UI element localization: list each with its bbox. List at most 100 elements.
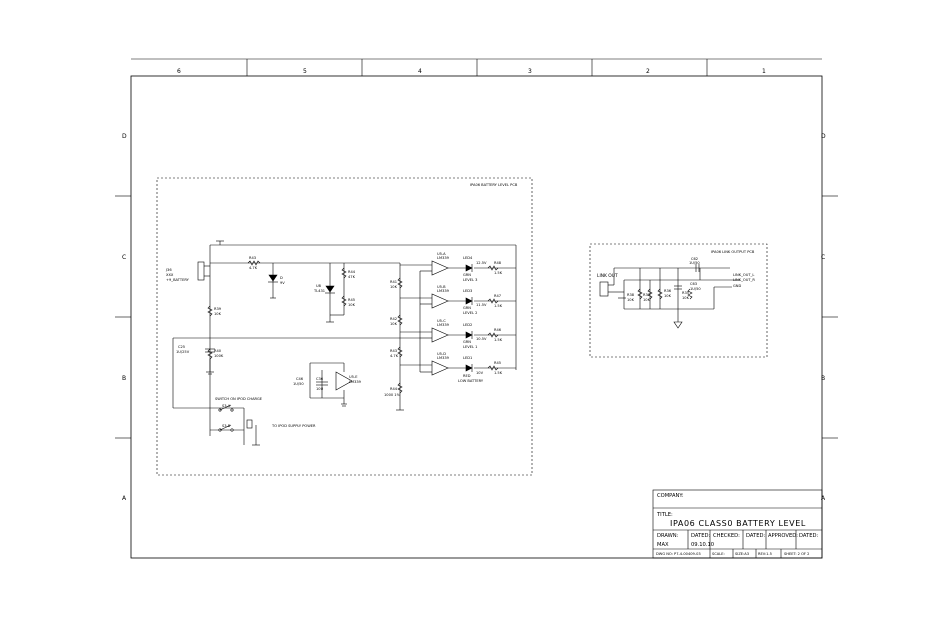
c62-value: 1U/50 [689,261,700,265]
led-1-ref: LED4 [463,256,473,260]
c36-ref: C36 [316,377,324,381]
divider-r4-ref: R44 [390,387,398,391]
led-3-ref: LED2 [463,323,472,327]
res-3-ref: R46 [494,328,502,332]
link-out-label: LINK OUT [597,273,618,279]
led-symbols [465,264,473,372]
drawn-date: 09.10.10 [691,542,714,548]
zone-row-c-right: C [821,254,825,261]
r35-ref: R35 [682,291,689,295]
comparator-2-part: LM339 [437,289,450,293]
c46-ref: C46 [296,377,304,381]
zone-row-d-left: D [122,133,127,140]
r38-value: 10K [627,298,635,302]
rev-label: REV:1.5 [758,552,772,556]
r45-value: 10K [348,303,356,307]
zone-column-3: 3 [528,68,532,75]
led-4-ref: LED1 [463,356,472,360]
battery-pcb-outline [156,177,533,476]
zener-ref: D [280,276,283,280]
r37-value: 10K [643,298,651,302]
divider-r2-ref: R42 [390,317,397,321]
r39-value: 10K [214,312,222,316]
comparator-1-ref: U5-A [437,252,446,256]
comparator-row-4: U5-D LM339 LED1 10V RED LOW BATTERY R45 … [437,352,503,383]
comparator-symbols [335,260,449,391]
zone-row-b-left: B [122,375,126,382]
zone-row-c-left: C [122,254,126,261]
comparator-row-2: U5-B LM339 LED3 11.5V GRN LEVEL 2 R47 1.… [437,285,503,315]
link-out-r: LINK_OUT_R [733,278,755,282]
led-4-level: LOW BATTERY [458,379,484,383]
u5e-ref: U5-E [349,375,358,379]
link-gnd: GND [733,284,741,288]
c25-ref: C25 [178,345,185,349]
battery-resistors [207,260,499,394]
comparator-2-ref: U5-B [437,285,446,289]
checked-label: CHECKED: [713,533,740,539]
zone-ticks-side [115,195,838,439]
dated2-label: DATED: [746,533,765,539]
drawn-label: DRAWN: [657,533,679,539]
switch-label: SWITCH ON IPOD CHARGE [215,397,263,401]
r45-ref: R45 [348,298,355,302]
led-1-color: GRN [463,273,471,277]
r37-ref: R37 [643,293,650,297]
battery-connector [197,261,210,281]
zone-row-a-left: A [122,495,127,502]
link-pcb-label: IPA06 LINK OUTPUT PCB [711,250,755,254]
title-block-grid [652,489,823,559]
link-wires [599,267,740,322]
c63-value: 1U/50 [690,287,701,291]
led-3-level: LEVEL 1 [463,345,477,349]
u5e-part: LM339 [349,380,362,384]
dated3-label: DATED: [799,533,818,539]
r40-value: 100K [214,354,224,358]
divider-r1-ref: R41 [390,280,397,284]
dwg-no: DWG NO: P7-4-00409-03 [656,552,701,556]
approved-label: APPROVED: [768,533,798,539]
r43-ref: R43 [249,256,256,260]
drawing-frame [130,75,823,559]
switch-b-ref: S3-B [222,424,231,428]
battery-semis [205,274,335,386]
res-1-ref: R48 [494,261,502,265]
dated-label: DATED: [691,533,710,539]
led-3-color: GRN [463,340,471,344]
r44-value: 47K [348,275,356,279]
comparator-3-ref: U5-C [437,319,446,323]
zone-column-6: 6 [177,68,181,75]
scale-label: SCALE: [712,552,725,556]
battery-connector-label: +9_BATTERY [166,278,190,282]
c63-ref: C63 [690,282,697,286]
u8-value: TL431 [313,289,325,293]
zone-row-d-right: D [821,133,826,140]
company-label: COMPANY: [657,493,684,499]
zone-column-5: 5 [303,68,307,75]
r44-ref: R44 [348,270,356,274]
c36-value: 10U [316,387,324,391]
switch-a-ref: S3-A [222,404,231,408]
title-label: TITLE: [656,512,673,518]
r36-value: 10K [664,294,672,298]
comparator-1-part: LM339 [437,256,450,260]
r36-ref: R36 [664,289,672,293]
led-2-voltage: 11.5V [476,303,487,307]
r35-value: 10K [682,296,690,300]
divider-r3-ref: R43 [390,349,397,353]
led-4-color: RED [463,374,471,378]
drawn-by: MAX [657,542,669,548]
led-1-voltage: 12.5V [476,261,487,265]
zone-column-4: 4 [418,68,422,75]
comparator-4-ref: U5-D [437,352,446,356]
comparator-row-1: U5-A LM339 LED4 12.5V GRN LEVEL 3 R48 1.… [437,252,503,282]
zone-row-a-right: A [821,495,826,502]
c62-ref: C62 [691,257,698,261]
r40-ref: R40 [214,349,222,353]
battery-pcb-label: IPA06 BATTERY LEVEL PCB [470,183,518,187]
zone-column-2: 2 [646,68,650,75]
res-3-value: 1.5K [494,338,503,342]
link-out-l: LINK_OUT_L [733,273,754,277]
